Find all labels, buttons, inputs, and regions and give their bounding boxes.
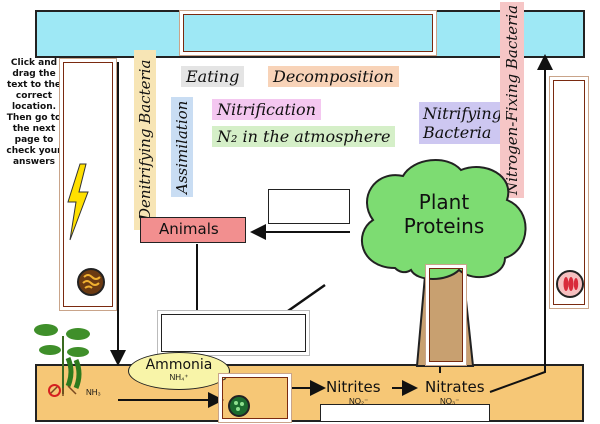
instructions-text: Click and drag the text to the correct l… — [6, 58, 62, 167]
label-nitrifying-line2: Bacteria — [423, 123, 492, 142]
drop-slot-right-vertical[interactable] — [553, 80, 585, 305]
nitrites-label: Nitrites — [326, 378, 381, 396]
no-symbol-icon — [48, 384, 61, 397]
nitrites-formula: NO₂⁻ — [349, 397, 369, 406]
ammonia-ellipse: Ammonia NH₄⁺ — [128, 352, 230, 390]
label-denitrifying-bacteria[interactable]: Denitrifying Bacteria — [134, 50, 156, 230]
tree-illustration — [361, 158, 527, 367]
label-n2-atmosphere[interactable]: N₂ in the atmosphere — [212, 126, 396, 147]
drop-slot-nitrification[interactable] — [222, 377, 288, 419]
ammonia-formula: NH₄⁺ — [169, 373, 189, 382]
nitrates-formula: NO₃⁻ — [440, 397, 460, 406]
drop-slot-bottom[interactable] — [320, 404, 490, 422]
nh3-label: NH₃ — [86, 388, 101, 397]
label-nitrification[interactable]: Nitrification — [212, 99, 321, 120]
label-nitrifying-bacteria[interactable]: Nitrifying Bacteria — [419, 102, 506, 144]
animals-box: Animals — [140, 217, 246, 243]
bean-plant-illustration — [34, 324, 90, 396]
plant-proteins-line1: Plant — [418, 190, 470, 214]
drop-slot-eating[interactable] — [268, 189, 350, 224]
nitrifying-bacteria-icon — [228, 395, 250, 417]
drop-slot-decomposition[interactable] — [161, 314, 306, 352]
nitrates-label: Nitrates — [425, 378, 485, 396]
label-decomposition[interactable]: Decomposition — [268, 66, 399, 87]
nitrogen-fixing-bacteria-icon — [556, 270, 584, 298]
plant-proteins-label: Plant Proteins — [394, 190, 494, 238]
label-eating[interactable]: Eating — [181, 66, 245, 87]
lightning-icon — [67, 163, 89, 241]
drop-slot-trunk[interactable] — [429, 268, 463, 362]
ammonia-label: Ammonia — [145, 357, 213, 373]
plant-proteins-line2: Proteins — [403, 214, 485, 238]
label-nitrifying-line1: Nitrifying — [423, 104, 502, 123]
drop-slot-atmosphere[interactable] — [183, 14, 433, 52]
denitrifying-bacteria-icon — [77, 268, 105, 296]
label-assimilation[interactable]: Assimilation — [171, 97, 193, 197]
drop-slot-left-vertical[interactable] — [63, 62, 113, 307]
soil-bar — [35, 364, 584, 422]
